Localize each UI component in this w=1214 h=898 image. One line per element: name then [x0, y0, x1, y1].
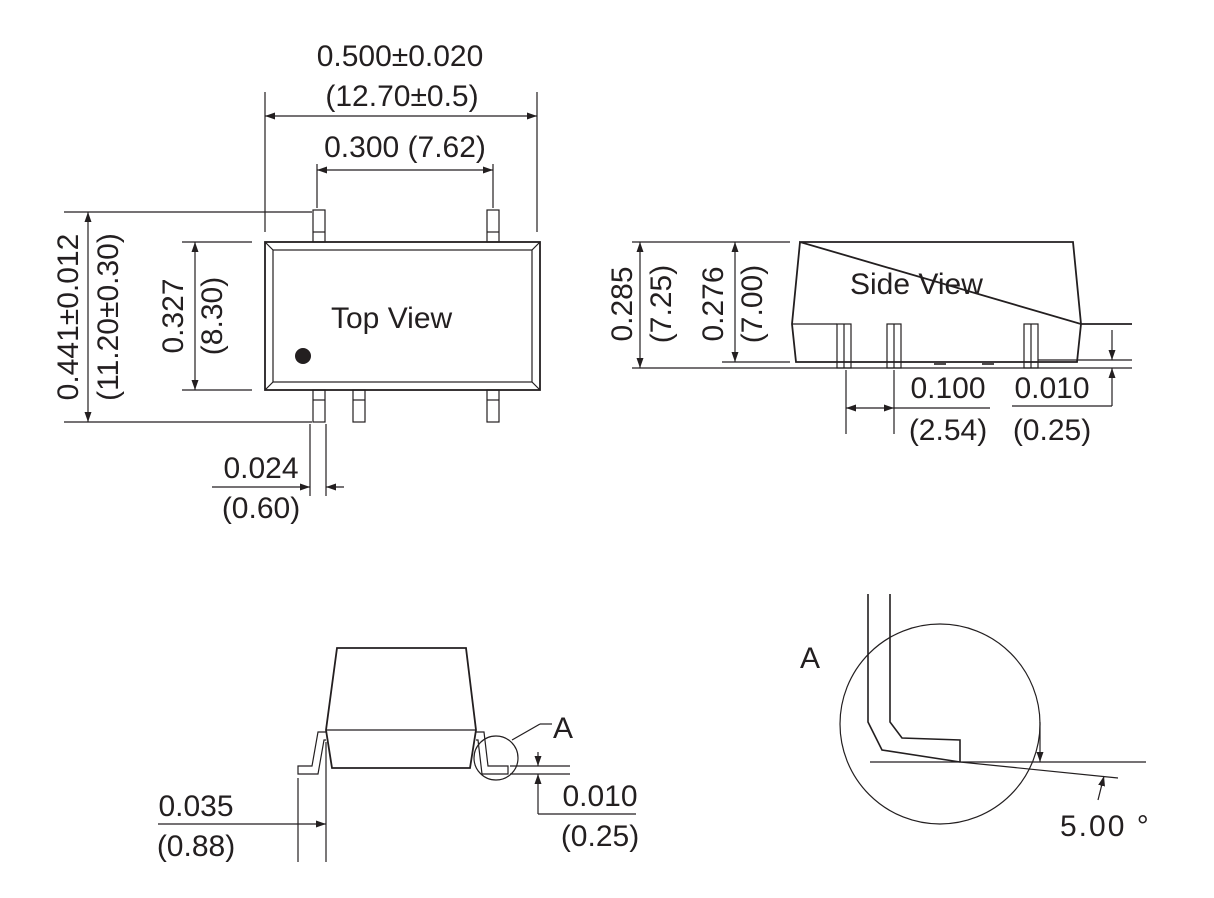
- pin1-indicator: [295, 348, 311, 364]
- top-view-label: Top View: [331, 302, 453, 335]
- overall-width-inch: 0.500±0.020: [317, 40, 484, 73]
- overall-width-mm: (12.70±0.5): [325, 80, 478, 113]
- side-overall-height-mm: (7.25): [645, 265, 678, 343]
- side-view: Side View 0.285 (7.25) 0.276 (7.00) 0.10…: [606, 240, 1132, 447]
- end-lead-length-inch: 0.035: [158, 790, 233, 823]
- detail-a-lead: [867, 594, 961, 763]
- detail-a-label: A: [800, 642, 820, 675]
- side-body-height-mm: (7.00): [736, 265, 769, 343]
- bottom-lead: [352, 389, 366, 423]
- top-lead: [312, 209, 326, 243]
- end-view: A 0.035 (0.88) 0.010 (0.25): [157, 647, 639, 863]
- end-lead-thickness-inch: 0.010: [562, 780, 637, 813]
- detail-a-view: A 5.00 °: [800, 594, 1151, 843]
- bottom-lead: [312, 389, 326, 423]
- overall-height-inch: 0.441±0.012: [52, 234, 85, 401]
- top-view-body-inner: [272, 249, 533, 383]
- end-left-lead: [297, 731, 326, 775]
- side-standoff-inch: 0.010: [1014, 372, 1089, 405]
- overall-height-mm: (11.20±0.30): [92, 233, 125, 401]
- top-view-body-outer: [264, 241, 541, 391]
- detail-a-angle: 5.00 °: [1060, 810, 1151, 843]
- detail-callout-label: A: [553, 712, 573, 745]
- side-standoff-mm: (0.25): [1013, 414, 1091, 447]
- side-view-label: Side View: [850, 268, 983, 301]
- end-lead-length-mm: (0.88): [157, 830, 235, 863]
- body-height-mm: (8.30): [196, 277, 229, 355]
- lead-pitch: 0.300 (7.62): [324, 131, 486, 164]
- side-body-height-inch: 0.276: [697, 266, 730, 341]
- lead-width-mm: (0.60): [222, 492, 300, 525]
- bottom-lead: [486, 389, 500, 423]
- end-right-lead: [476, 731, 509, 775]
- end-view-body: [325, 647, 477, 769]
- lead-width-inch: 0.024: [223, 452, 298, 485]
- end-lead-thickness-mm: (0.25): [561, 820, 639, 853]
- side-lead-pitch-inch: 0.100: [910, 372, 985, 405]
- detail-a-circle: [839, 623, 1041, 825]
- side-lead-pitch-mm: (2.54): [909, 414, 987, 447]
- side-view-body: [791, 240, 1132, 363]
- body-height-inch: 0.327: [157, 278, 190, 353]
- top-view: Top View 0.500±0.020 (12.70±0.5) 0.300 (…: [52, 40, 541, 525]
- detail-a-callout-circle: [473, 735, 519, 781]
- side-overall-height-inch: 0.285: [606, 266, 639, 341]
- top-lead: [486, 209, 500, 243]
